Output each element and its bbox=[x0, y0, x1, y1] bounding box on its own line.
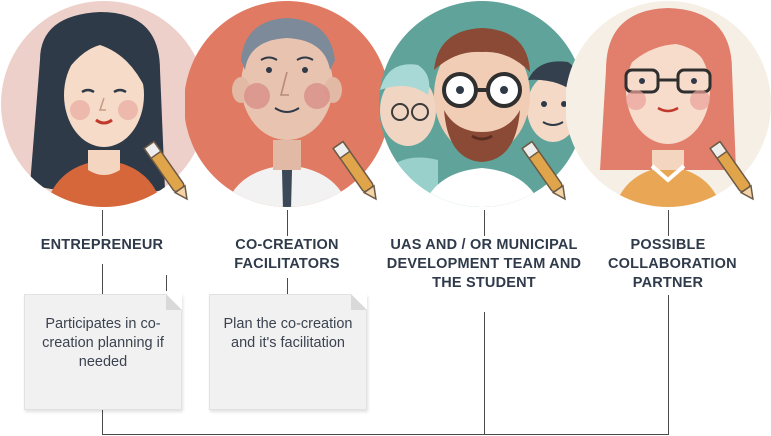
connector-line bbox=[287, 278, 288, 294]
connector-line bbox=[484, 312, 485, 435]
pen-icon bbox=[143, 135, 193, 209]
connector-line bbox=[102, 408, 103, 435]
connector-line bbox=[102, 264, 103, 294]
connector-line bbox=[484, 210, 485, 236]
role-label-facilitators: CO-CREATION FACILITATORS bbox=[234, 237, 340, 272]
pen-icon bbox=[332, 135, 382, 209]
role-label-team: UAS AND / OR MUNICIPAL DEVELOPMENT TEAM … bbox=[386, 237, 582, 291]
connector-line bbox=[668, 295, 669, 435]
role-label-entrepreneur: ENTREPRENEUR bbox=[40, 237, 164, 253]
connector-line bbox=[166, 275, 167, 291]
pen-icon bbox=[709, 135, 759, 209]
entrepreneur-portrait-icon bbox=[1, 1, 207, 207]
note-text: Participates in co-creation planning if … bbox=[42, 316, 164, 370]
bottom-connector-line bbox=[102, 434, 669, 435]
connector-line bbox=[287, 210, 288, 236]
connector-line bbox=[668, 210, 669, 236]
entrepreneur-avatar bbox=[0, 0, 208, 210]
connector-line bbox=[102, 210, 103, 236]
note-text: Plan the co-creation and it's facilitati… bbox=[223, 316, 353, 351]
note-fold bbox=[166, 294, 182, 310]
note-entrepreneur: Participates in co-creation planning if … bbox=[24, 294, 182, 410]
pen-icon bbox=[521, 135, 571, 209]
note-facilitators: Plan the co-creation and it's facilitati… bbox=[209, 294, 367, 410]
note-fold bbox=[351, 294, 367, 310]
role-label-partner: POSSIBLE COLLABORATION PARTNER bbox=[608, 237, 737, 291]
